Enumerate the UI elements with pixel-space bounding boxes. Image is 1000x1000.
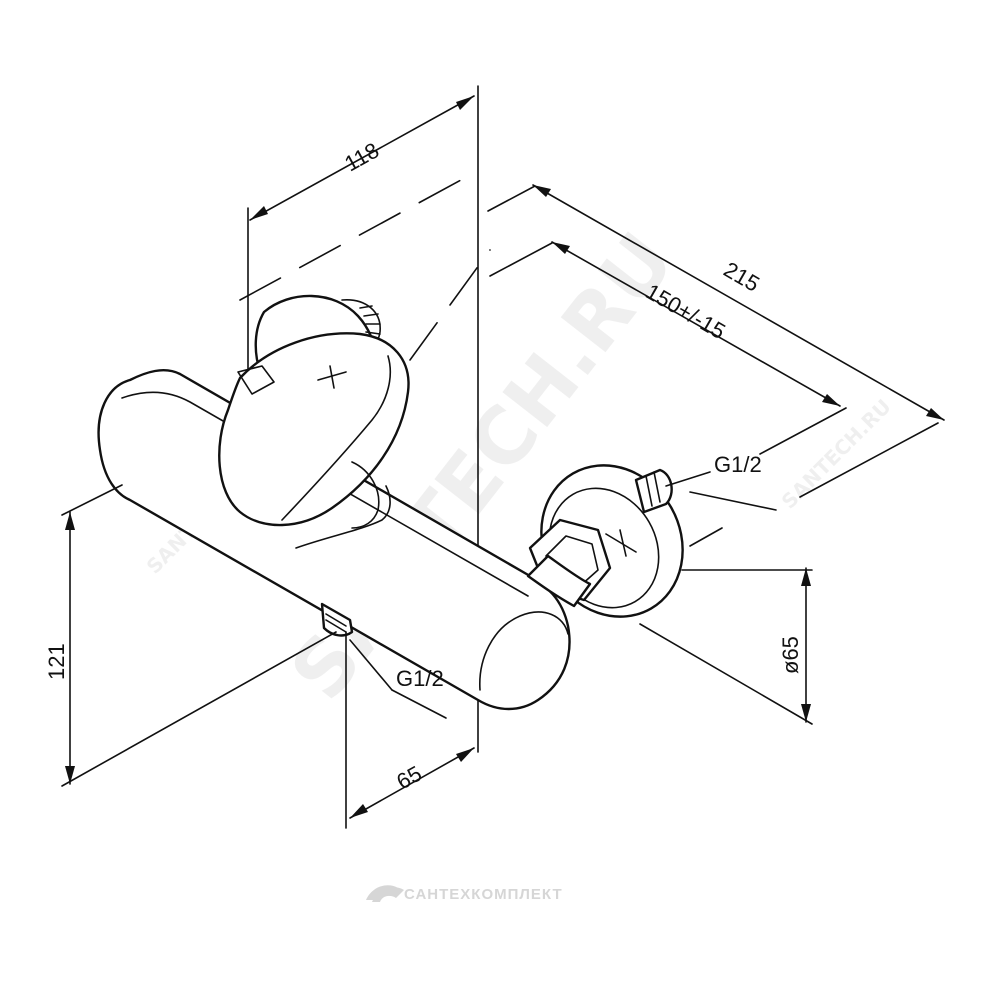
outlet-thread-label: G1/2 [396, 666, 444, 691]
extension-line-150-top [489, 242, 553, 277]
arrowhead-65-right [456, 748, 474, 762]
extension-line-d65-bottom [639, 623, 813, 725]
mixer-body-top-edge [121, 391, 529, 597]
dimension-height-121: 121 [44, 484, 337, 787]
handle-cartridge-base [351, 461, 380, 529]
outlet-leader-shelf [391, 689, 447, 719]
arrowhead-d65-top [801, 568, 811, 586]
dimension-line-150 [551, 241, 841, 407]
inlet-center-cross-a [605, 533, 637, 553]
dimension-label-65: 65 [392, 761, 426, 795]
santechkomplekt-logo-icon [366, 885, 404, 902]
dimension-label-121: 121 [44, 643, 69, 680]
dimension-line-65 [349, 747, 475, 819]
arrowhead-118-right [456, 96, 474, 110]
arrowhead-65-left [350, 804, 368, 818]
inlet-thread-ridges [645, 471, 661, 507]
handle-hub [237, 365, 275, 395]
arrowhead-150-start [552, 242, 570, 254]
footer-company-name: САНТЕХКОМПЛЕКТ [404, 886, 563, 903]
arrowhead-150-end [822, 394, 840, 406]
arrowhead-215-start [533, 185, 551, 197]
handle-inner-edge [281, 355, 392, 521]
extension-line-121-top [61, 484, 123, 516]
mixer-body-saddle [295, 485, 391, 549]
inlet-leader-shelf [689, 491, 777, 511]
centerline-upper [239, 173, 473, 301]
outlet-thread-ridges [325, 613, 347, 633]
mixer-handle [218, 332, 410, 529]
extension-line-215-top [487, 185, 536, 212]
inlet-connector: G1/2 [526, 452, 777, 618]
extension-line-d65-top [689, 527, 723, 547]
inlet-thread-label: G1/2 [714, 452, 762, 477]
arrowhead-118-left [250, 206, 268, 220]
extension-line-121-bottom [61, 631, 337, 787]
extension-line-150-bottom [759, 407, 847, 455]
dimension-line-215 [532, 184, 945, 421]
arrowhead-d65-bottom [801, 704, 811, 722]
watermark-small-right: SANTECH.RU [777, 394, 896, 513]
footer-watermark: САНТЕХКОМПЛЕКТ [366, 885, 563, 903]
inlet-leader-line [665, 471, 711, 487]
dimension-line-118 [249, 95, 475, 221]
arrowhead-121-bottom [65, 766, 75, 784]
arrowhead-215-end [926, 408, 944, 420]
handle-cross-v [329, 365, 335, 389]
extension-line-215-bottom [799, 422, 939, 498]
dimension-label-215: 215 [720, 257, 764, 297]
mixer-body-end-face [479, 611, 569, 691]
dimension-label-118: 118 [340, 138, 383, 177]
outlet-leader-line [349, 639, 393, 691]
arrowhead-121-top [65, 512, 75, 530]
outlet-connector: G1/2 [320, 602, 447, 719]
inlet-center-cross-b [619, 529, 627, 557]
watermark-small-right-text: SANTECH.RU [777, 394, 896, 513]
dimension-diameter-65: ø65 [639, 527, 813, 725]
inlet-pipe [526, 554, 592, 608]
dimension-label-d65: ø65 [778, 636, 803, 674]
rear-thread-ridges [359, 305, 381, 335]
inlet-thread-stub [634, 468, 673, 514]
handle-lever [218, 332, 410, 527]
